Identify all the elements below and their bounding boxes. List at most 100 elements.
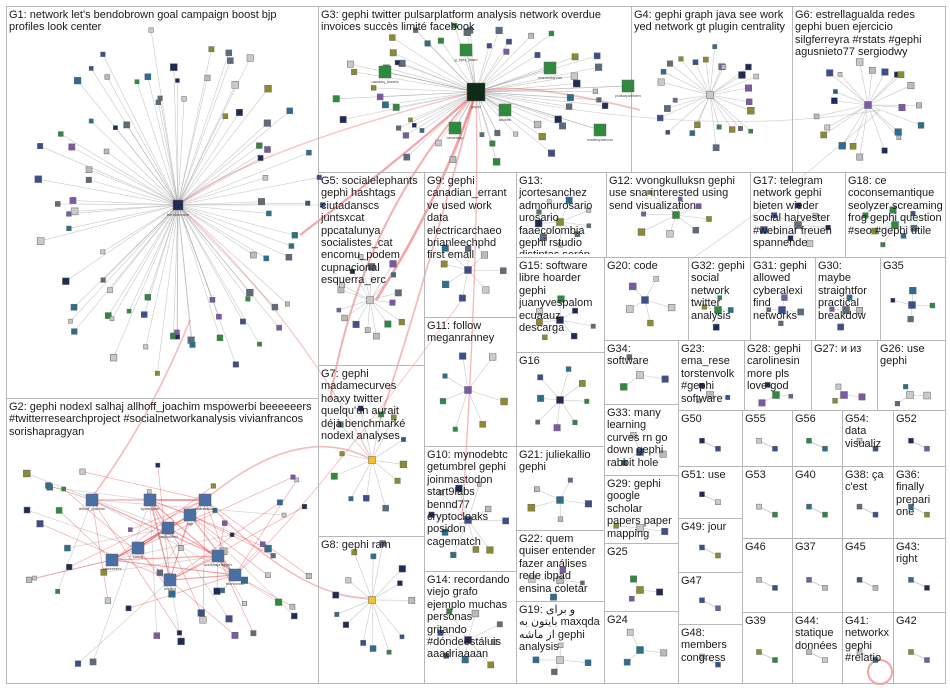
g33-node [630, 432, 637, 439]
group-label-g45: G45 [845, 541, 866, 553]
g1-node [68, 143, 76, 151]
g2-node [275, 598, 283, 606]
g11-node [439, 398, 446, 405]
group-label-g19: G19: و برای بایتون به maxqda از ماشه gep… [519, 604, 600, 654]
g13-node [536, 209, 542, 215]
g14-node [446, 608, 453, 615]
g3-edge [475, 30, 500, 93]
g1-edge [147, 76, 179, 206]
g3-node [389, 34, 396, 41]
g24-node [626, 628, 634, 636]
g26-node [894, 400, 901, 407]
g6-node [856, 153, 864, 161]
g3-node [396, 125, 402, 131]
g1-node [100, 249, 106, 255]
g6-edge [867, 74, 898, 106]
g2-edge [111, 514, 191, 561]
g1-node [258, 198, 265, 206]
g40-node [806, 503, 812, 510]
g32-node [712, 323, 720, 331]
g56-node [806, 437, 812, 444]
g1-edge [177, 98, 185, 206]
g2-edge [111, 559, 236, 576]
g13-node [574, 231, 581, 238]
group-label-g53: G53 [745, 469, 766, 481]
g8-node [345, 577, 352, 584]
g18-node [910, 224, 918, 232]
g1-node [154, 370, 160, 376]
g4-edge [709, 74, 743, 96]
g8-node [351, 549, 358, 556]
g4-edge [661, 81, 711, 96]
g37-node [806, 577, 812, 583]
g24-hub-node [636, 646, 644, 654]
g2-node-label: mjp [187, 521, 194, 526]
g3-edge [469, 30, 477, 93]
g10-node [441, 529, 449, 536]
group-label-g9: G9: gephi canadian_errant ve used work d… [427, 175, 510, 262]
g19-edge [559, 659, 589, 664]
g17-node [787, 235, 794, 242]
group-label-g42: G42 [896, 615, 917, 627]
g3-node [403, 153, 411, 161]
g11-edge [467, 389, 505, 402]
g1-edge [72, 200, 179, 206]
g15-edge [559, 319, 594, 327]
g2-node [64, 544, 71, 552]
g2-avatar-node [131, 541, 145, 555]
g47-node [699, 597, 705, 603]
g3-edge [475, 55, 598, 93]
g1-node [70, 303, 78, 311]
g1-node [256, 142, 263, 149]
g22-node [528, 575, 536, 583]
g1-edge [74, 204, 179, 212]
g9-node [480, 251, 489, 259]
g1-edge [177, 84, 236, 206]
g55-node [772, 445, 778, 452]
intergroup-edge [234, 299, 463, 576]
g4-hub-node [706, 91, 714, 99]
g54-node [872, 445, 879, 452]
g10-node [438, 490, 444, 496]
g6-edge [867, 74, 902, 106]
g2-node [23, 469, 31, 478]
g41-self-loop [867, 659, 893, 685]
g1-node [68, 318, 73, 324]
g3-edge [475, 33, 552, 93]
g3-node [528, 32, 535, 39]
g4-node [746, 98, 753, 105]
g7-node [357, 405, 364, 412]
g1-node [62, 277, 70, 285]
g3-avatar-node [543, 61, 557, 75]
g4-node [738, 71, 746, 79]
g3-edge [475, 67, 551, 93]
group-label-g10: G10: mynodebtc getumbrel gephi joinmasto… [427, 449, 511, 548]
group-label-g2: G2: gephi nodexl salhaj allhoff_joachim … [9, 401, 312, 438]
g16-node [565, 366, 572, 372]
g5-edge [369, 292, 399, 301]
g1-edge [177, 204, 193, 345]
g4-edge [709, 94, 751, 132]
g2-edge [111, 555, 219, 561]
g8-node [386, 649, 392, 655]
g4-edge [709, 94, 741, 129]
g4-node [665, 130, 671, 135]
g2-edge [189, 514, 236, 576]
g1-node [105, 312, 112, 319]
g6-node [916, 102, 922, 109]
g10-edge [458, 488, 469, 521]
g9-edge [444, 263, 469, 271]
g1-edge [177, 204, 244, 322]
g8-node [369, 645, 377, 652]
g1-edge [40, 145, 179, 206]
g2-edge [189, 514, 269, 576]
g3-edge [454, 25, 477, 93]
g44-node [806, 649, 812, 655]
g17-node [825, 224, 831, 231]
g1-node [232, 361, 239, 368]
g1-edge [106, 76, 179, 206]
g2-node [301, 504, 308, 510]
g4-node [747, 106, 755, 115]
g10-edge [453, 519, 469, 556]
g2-avatar-node [211, 549, 225, 563]
